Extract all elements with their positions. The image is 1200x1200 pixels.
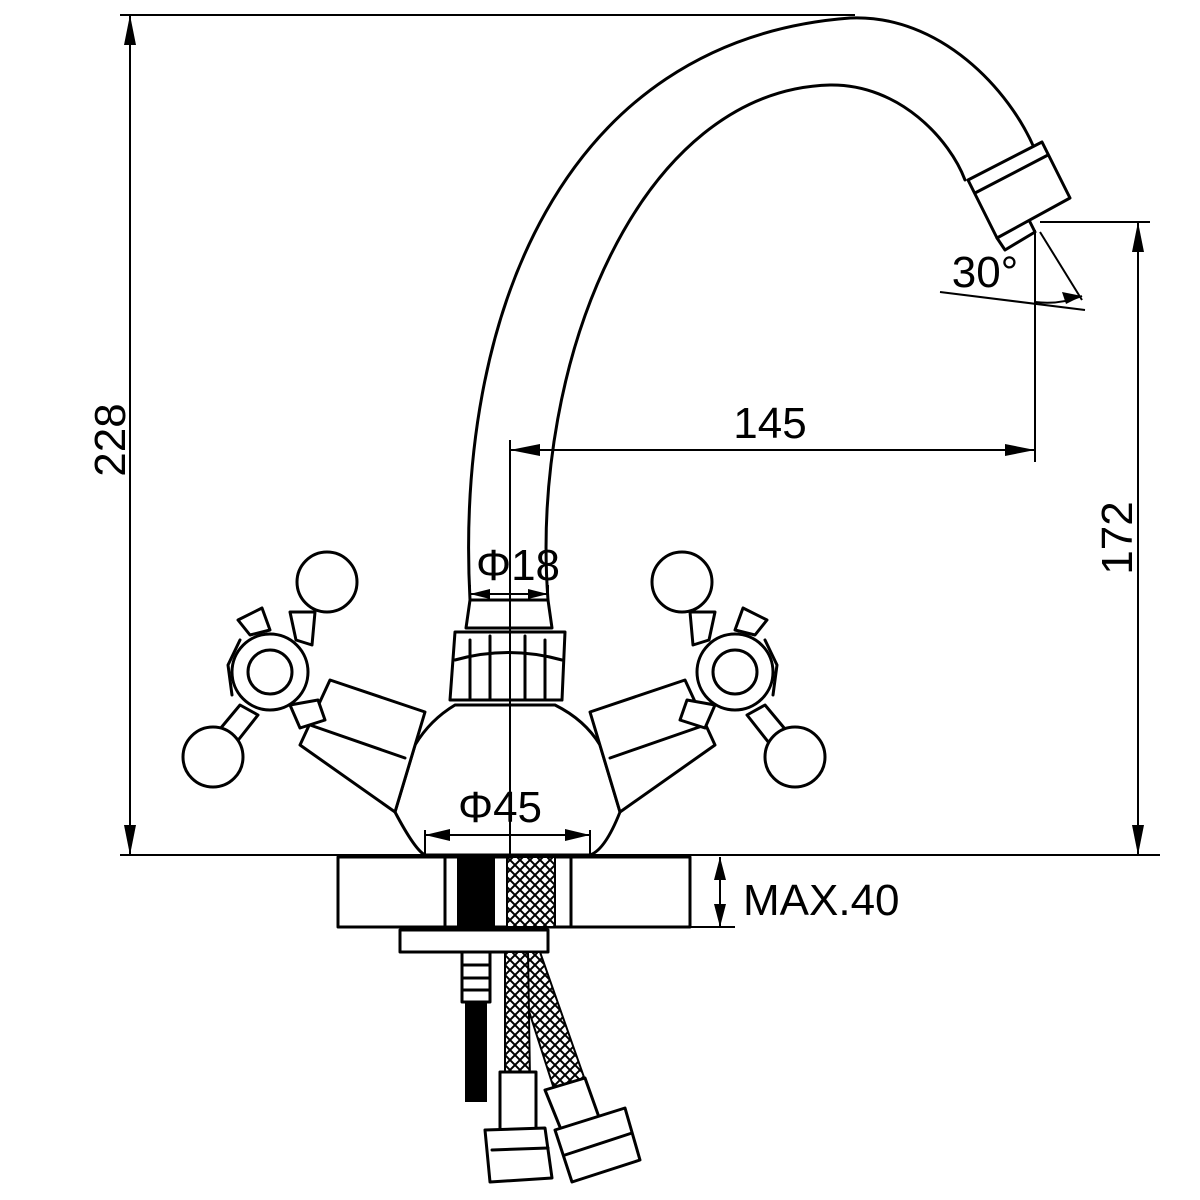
right-cross-handle [650,550,827,789]
label-spout-reach: 145 [733,399,806,448]
label-base-diameter: Φ45 [458,783,542,832]
faucet-body [393,703,622,857]
spout [467,16,1072,602]
spout-nut [448,598,567,702]
left-handle-knob-top [295,550,359,614]
label-pipe-diameter: Φ18 [476,541,560,590]
dimension-lines [120,14,1160,928]
left-cross-handle [181,550,359,789]
countertop-section [336,855,692,929]
right-handle-knob-top [650,550,714,614]
left-handle-knob-bottom [181,725,245,789]
label-total-height: 228 [86,403,135,476]
aerator [966,140,1072,252]
label-max-thickness: MAX.40 [743,876,900,925]
right-handle-knob-bottom [763,725,827,789]
label-spout-angle: 30° [952,248,1019,297]
label-spout-height: 172 [1093,501,1142,574]
under-counter-fittings [398,928,642,1184]
